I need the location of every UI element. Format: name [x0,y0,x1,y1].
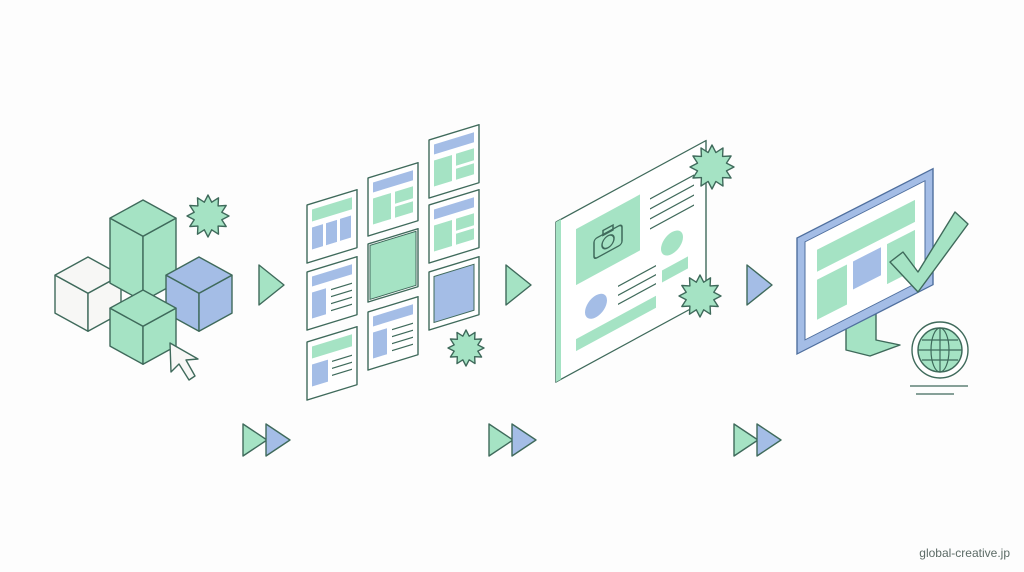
fast-forward-icon [733,423,759,457]
panel-image [312,359,328,387]
panel-header [312,197,352,222]
screen-image [853,247,881,290]
panel-block [456,163,474,180]
panel-image [373,192,391,225]
wireframe-panel-icon [428,255,480,331]
wireframe-panel-icon [367,161,419,237]
text-line [618,265,656,288]
checkmark-icon [889,211,969,293]
panel-text-line [392,322,413,331]
fast-forward-icon [242,423,268,457]
panel-text-line [392,343,413,352]
cube-icon [109,289,177,365]
panel-image [434,219,452,252]
camera-lens [601,234,615,250]
panel-header [373,304,413,327]
content-bar [576,295,656,352]
cube-top-face [109,199,177,238]
photo-placeholder [576,194,640,286]
panel-column [312,224,323,250]
wireframe-panel-icon [367,227,419,303]
cube-top-face [109,289,177,327]
panel-highlight [369,230,417,301]
panel-text-line [392,336,413,345]
text-line [618,283,656,306]
next-arrow-icon [258,264,285,306]
panel-image [434,154,452,187]
cursor-icon [169,342,199,381]
panel-column [340,215,351,241]
wireframe-panel-icon [367,295,419,371]
fast-forward-icon [756,423,782,457]
next-arrow-icon [746,264,773,306]
text-line [618,274,656,297]
camera-top [602,223,614,237]
panel-text-line [331,289,352,298]
wireframe-panel-icon [306,255,358,331]
panel-text-line [331,296,352,305]
panel-text-line [332,361,352,369]
panel-text-line [331,303,352,312]
panel-block [395,201,413,218]
panel-text-line [332,368,352,376]
starburst-icon [678,274,722,318]
page-edge [556,219,561,382]
panel-header [373,170,413,193]
text-line [650,174,694,200]
wireframe-panel-icon [428,123,480,199]
text-line [650,194,694,220]
panel-header [434,132,474,155]
fast-forward-icon [511,423,537,457]
wireframe-panel-icon [428,188,480,264]
screen-block [817,264,847,320]
panel-block [456,148,474,166]
panel-header [312,334,352,359]
watermark: global-creative.jp [919,546,1010,560]
panel-header [312,264,352,287]
camera-icon [593,223,623,260]
monitor-icon [796,167,934,356]
panel-header [434,197,474,220]
panel-text-line [392,329,413,338]
panel-column [326,219,337,246]
globe-icon [911,321,969,379]
starburst-icon [689,144,735,190]
decor-circle [661,230,683,256]
panel-block [456,228,474,245]
panel-image [373,328,387,359]
starburst-icon [447,329,485,367]
cube-top-face [165,256,233,294]
screen-header [817,199,915,272]
camera-body [593,224,623,260]
text-line [650,204,694,230]
panel-image [433,263,475,324]
next-arrow-icon [505,264,532,306]
panel-image [312,288,326,319]
panel-block [456,213,474,231]
text-line [650,184,694,210]
page-design-panel [555,139,707,383]
wireframe-panel-icon [306,325,358,401]
fast-forward-icon [265,423,291,457]
starburst-icon [186,194,230,238]
fast-forward-icon [488,423,514,457]
panel-text-line [332,354,352,362]
wireframe-panel-icon [306,188,358,264]
panel-text-line [331,282,352,291]
decor-circle [585,293,607,319]
panel-block [395,186,413,204]
content-bar [662,256,688,283]
